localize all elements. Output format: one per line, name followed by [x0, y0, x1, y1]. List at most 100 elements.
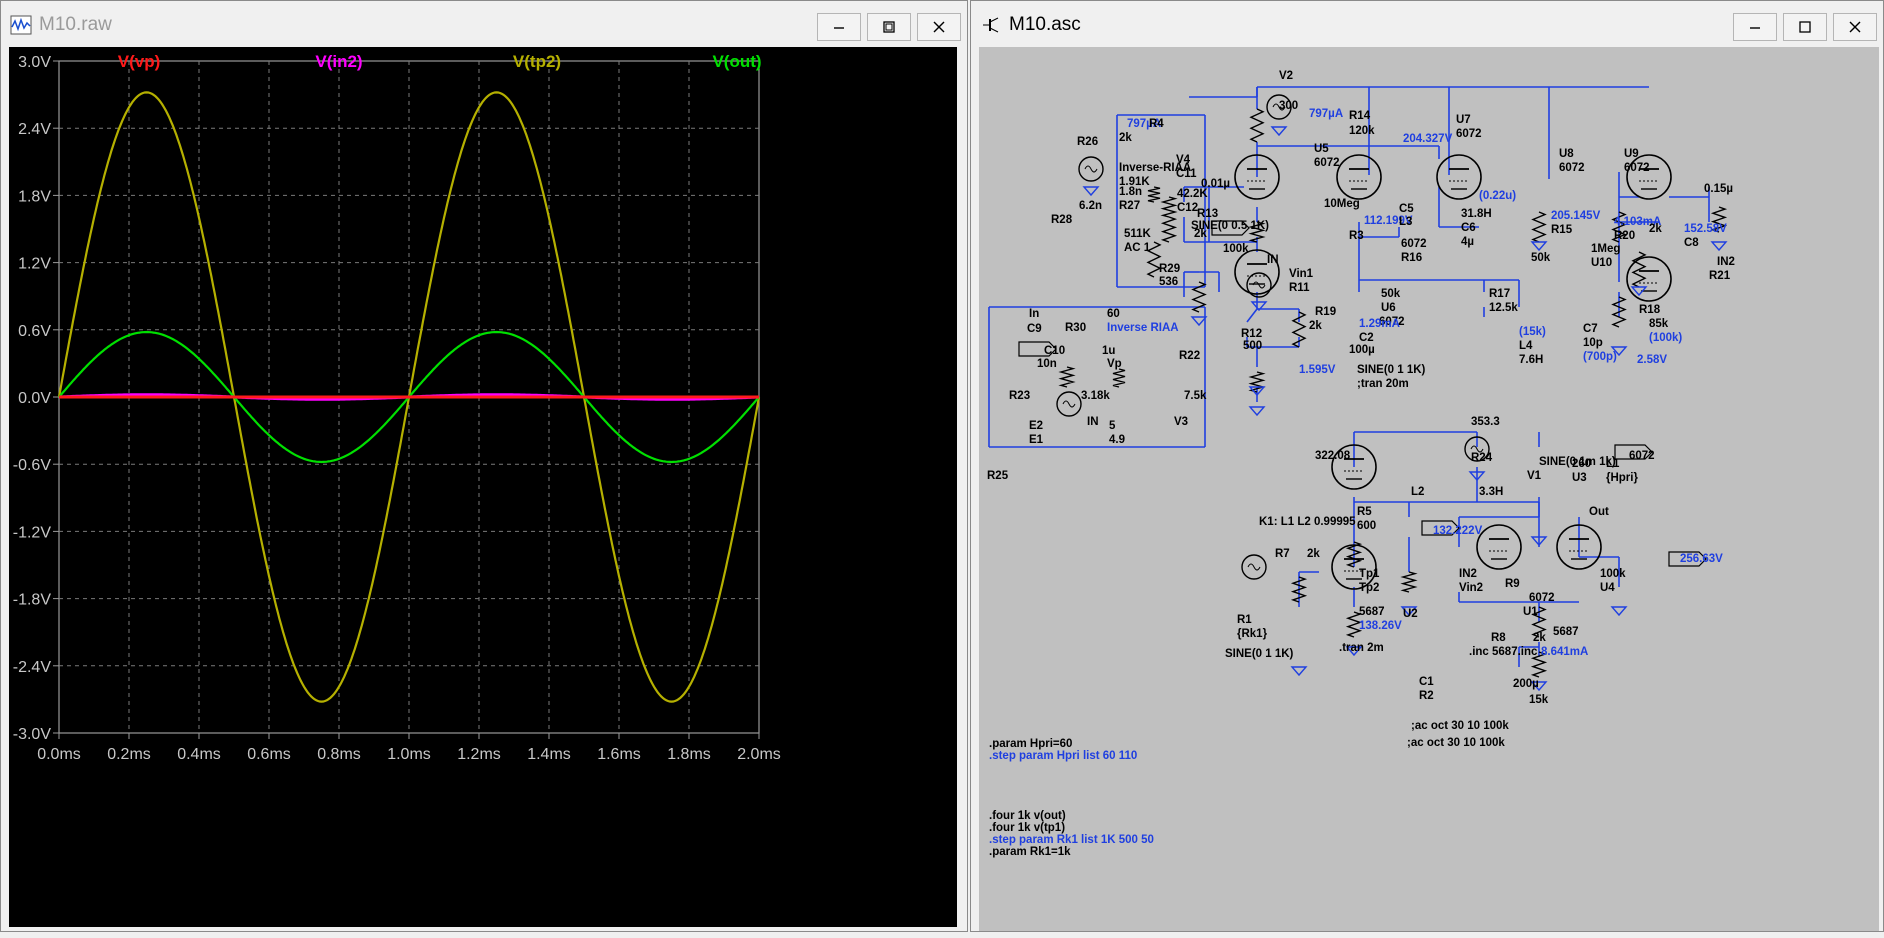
ground-symbol: [1530, 241, 1548, 252]
schematic-label: C12: [1177, 202, 1198, 214]
tube-symbol: [1436, 154, 1482, 200]
schematic-label: .four 1k v(out): [989, 810, 1066, 822]
schematic-label: R21: [1709, 270, 1731, 282]
tube-symbol: [1234, 249, 1280, 295]
source-symbol: [1078, 156, 1104, 182]
minimize-button[interactable]: [1733, 13, 1777, 41]
schematic-label: R20: [1614, 230, 1635, 242]
schematic-label: R30: [1065, 322, 1086, 334]
schematic-label: R7: [1275, 548, 1290, 560]
schematic-label: 0.01µ: [1201, 178, 1230, 190]
ground-symbol: [1710, 241, 1728, 252]
tube-symbol: [1331, 544, 1377, 590]
waveform-chart[interactable]: 3.0V2.4V1.8V1.2V0.6V0.0V-0.6V-1.2V-1.8V-…: [9, 47, 957, 927]
schematic-label: {Hpri}: [1606, 472, 1638, 484]
schematic-label: R24: [1471, 452, 1493, 464]
source-wave: [1084, 165, 1098, 173]
schematic-label: R26: [1077, 136, 1098, 148]
tube-symbol: [1556, 524, 1602, 570]
schematic-label: 2k: [1649, 223, 1662, 235]
source-symbol: [1056, 391, 1082, 417]
plot-titlebar[interactable]: M10.raw: [1, 1, 967, 49]
schematic-label: 797µA: [1127, 118, 1161, 130]
minimize-icon: [1750, 27, 1760, 29]
schematic-label: 6072: [1559, 162, 1585, 174]
schematic-label: C2: [1359, 332, 1374, 344]
schematic-label: 15k: [1529, 694, 1549, 706]
tube-symbol: [1626, 154, 1672, 200]
schematic-label: 205.145V: [1551, 210, 1601, 222]
ground-symbol: [1400, 606, 1418, 617]
resistor-symbol: [1160, 216, 1178, 243]
y-tick-label: 0.6V: [18, 323, 51, 340]
y-tick-label: 1.2V: [18, 256, 51, 273]
x-tick-label: 0.8ms: [317, 746, 361, 763]
schematic-label: SINE(0 1 1K): [1357, 364, 1426, 376]
schematic-label: R22: [1179, 350, 1200, 362]
schematic-label: R18: [1639, 304, 1661, 316]
schematic-label: ;ac oct 30 10 100k: [1407, 737, 1505, 749]
x-tick-label: 0.2ms: [107, 746, 151, 763]
schematic-label: 10p: [1583, 337, 1603, 349]
schematic-label: 7.6H: [1519, 354, 1543, 366]
resistor-symbol: [1160, 196, 1178, 218]
schematic-label: 60: [1107, 308, 1120, 320]
schematic-label: 1.8n: [1119, 186, 1142, 198]
schematic-label: Tp2: [1359, 582, 1379, 594]
y-tick-label: -3.0V: [13, 726, 52, 743]
maximize-button[interactable]: [867, 13, 911, 41]
schematic-label: 2k: [1533, 632, 1546, 644]
schematic-label: V1: [1527, 470, 1542, 482]
minimize-button[interactable]: [817, 13, 861, 41]
ground-symbol: [1250, 301, 1268, 312]
x-tick-label: 2.0ms: [737, 746, 781, 763]
ground-symbol: [1530, 681, 1548, 692]
schematic-label: L3: [1399, 216, 1412, 228]
resistor-symbol: [1147, 186, 1161, 203]
schematic-label: 10Meg: [1324, 198, 1360, 210]
schematic-label: 50k: [1531, 252, 1551, 264]
schematic-label: {Rk1}: [1237, 628, 1268, 640]
schematic-label: C7: [1583, 323, 1598, 335]
close-button[interactable]: [917, 13, 961, 41]
schematic-titlebar[interactable]: M10.asc: [971, 1, 1883, 49]
schematic-label: L4: [1519, 340, 1533, 352]
schematic-label: 600: [1357, 520, 1376, 532]
schematic-label: U9: [1624, 148, 1639, 160]
resistor-symbol: [1146, 241, 1162, 278]
schematic-label: R29: [1159, 263, 1180, 275]
ground-symbol: [1082, 186, 1100, 197]
schematic-label: R3: [1349, 230, 1364, 242]
schematic-label: U10: [1591, 257, 1612, 269]
schematic-label: 1.595V: [1299, 364, 1336, 376]
y-tick-label: 0.0V: [18, 390, 51, 407]
schematic-label: 260: [1572, 458, 1591, 470]
schematic-label: C8: [1684, 237, 1699, 249]
schematic-label: R28: [1051, 214, 1073, 226]
ground-symbol: [1290, 666, 1308, 677]
schematic-icon: [979, 13, 1003, 37]
close-icon: [1849, 21, 1861, 33]
close-button[interactable]: [1833, 13, 1877, 41]
schematic-label: Vin1: [1289, 268, 1314, 280]
schematic-label: R13: [1197, 208, 1218, 220]
y-tick-label: -1.2V: [13, 524, 52, 541]
tube-symbol: [1626, 256, 1672, 302]
schematic-label: .four 1k v(tp1): [989, 822, 1065, 834]
schematic-label: R8: [1491, 632, 1506, 644]
ground-symbol: [1630, 286, 1648, 297]
maximize-button[interactable]: [1783, 13, 1827, 41]
net-flag: [1421, 520, 1460, 536]
source-wave: [1247, 563, 1261, 571]
schematic-label: 5687: [1359, 606, 1385, 618]
ground-symbol: [1248, 386, 1266, 397]
resistor-symbol: [1345, 611, 1363, 638]
source-wave: [1062, 400, 1076, 408]
y-tick-label: -2.4V: [13, 659, 52, 676]
ground-symbol: [1468, 471, 1486, 482]
wire: [1246, 308, 1258, 323]
schematic-label: 4.103mA: [1614, 216, 1661, 228]
